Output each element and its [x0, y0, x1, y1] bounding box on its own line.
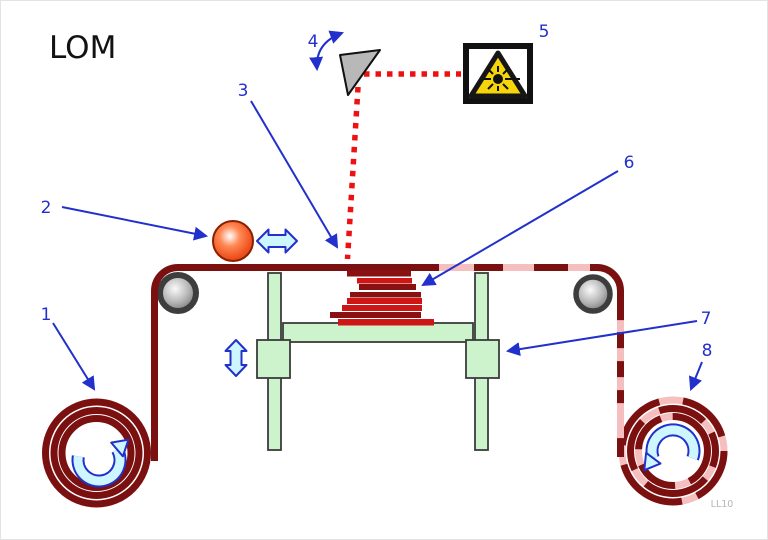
platform-table [282, 322, 474, 343]
mirror-tilt-arrow-icon [309, 30, 344, 72]
supply-roll-middle-ring [50, 407, 143, 499]
sheet-material-band [151, 264, 624, 461]
callout-label-8: 8 [702, 341, 713, 361]
callout-arrow-7 [505, 320, 698, 357]
callout-label-7: 7 [701, 309, 712, 329]
part-layer [359, 284, 416, 290]
takeup-roll-middle-dashes [627, 405, 719, 497]
scanning-mirror [339, 49, 381, 96]
band-used-dark-dashes [426, 264, 624, 457]
part-layer [347, 270, 411, 277]
waste-take-up-roll [618, 396, 728, 506]
left-guide-roller [157, 272, 199, 314]
callout-arrow-2 [61, 206, 209, 241]
platform-left-block [256, 339, 291, 379]
platform-right-block [465, 339, 500, 379]
laser-source [463, 43, 533, 104]
part-layer [350, 292, 421, 298]
callout-arrows [52, 100, 703, 391]
callout-label-1: 1 [41, 305, 52, 325]
callout-arrow-8 [689, 361, 703, 391]
callout-label-6: 6 [624, 153, 635, 173]
callout-label-5: 5 [539, 22, 550, 42]
watermark: LL10 [711, 499, 734, 510]
part-layer [347, 298, 422, 304]
callout-arrow-1 [52, 322, 96, 391]
callout-label-4: 4 [308, 32, 319, 52]
takeup-roll-inner-dashes [635, 413, 711, 489]
roller-horizontal-motion-arrow-icon [256, 228, 298, 254]
supply-roll-rotation-arrow-icon [71, 438, 130, 488]
diagram-title: LOM [49, 30, 116, 66]
layered-part [330, 270, 434, 326]
laser-burst-icon [484, 66, 520, 91]
band-fresh-dark [151, 264, 434, 461]
part-layer [342, 305, 422, 311]
heated-laminating-roller [212, 220, 254, 262]
takeup-roll-outer-dashes [618, 396, 728, 506]
right-guide-roller [573, 274, 613, 314]
supply-roll-outer-ring [42, 398, 151, 508]
part-layer [357, 278, 412, 284]
build-platform-assembly [224, 272, 500, 451]
callout-label-3: 3 [238, 81, 249, 101]
callout-label-2: 2 [41, 198, 52, 218]
takeup-roll-rotation-arrow-icon [643, 423, 701, 472]
part-layer [338, 319, 434, 326]
material-supply-roll [42, 398, 151, 508]
supply-roll-inner-ring [58, 415, 135, 491]
part-layer [330, 312, 421, 318]
callout-arrow-6 [421, 170, 619, 287]
laser-beam-deflected [344, 86, 361, 260]
callout-arrow-3 [250, 100, 339, 249]
platform-vertical-motion-arrow-icon [224, 339, 248, 377]
